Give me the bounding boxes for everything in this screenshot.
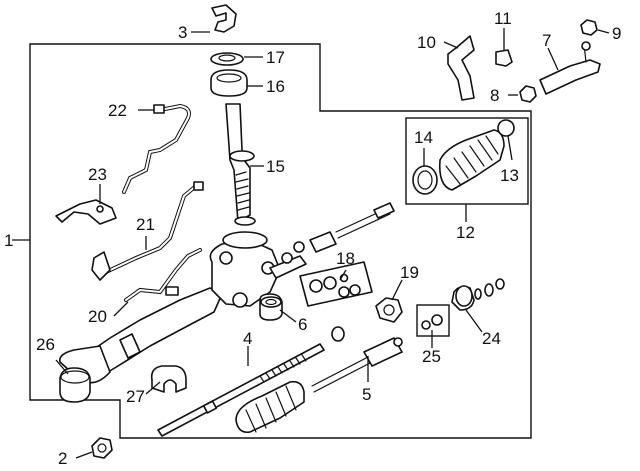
callout-5: 5 [362,385,371,404]
callout-18: 18 [336,249,355,268]
callout-27: 27 [126,387,145,406]
part-17-washer [210,52,244,66]
callout-24: 24 [482,329,501,348]
part-4-rack-bar [157,343,325,437]
part-7-outer-tie-rod [539,41,601,95]
callout-17: 17 [266,48,285,67]
seal-kit-box [416,304,450,337]
part-12-boot-kit [412,119,515,195]
rack-housing [58,231,307,384]
callout-26: 26 [36,335,55,354]
part-16-cap [210,69,248,97]
leader-lines [12,28,610,459]
part-20-pipe [124,248,202,302]
callout-20: 20 [88,307,107,326]
callout-13: 13 [500,166,519,185]
callout-6: 6 [298,315,307,334]
callout-labels: 1 2 3 4 5 6 7 8 9 10 11 12 13 14 15 16 1… [4,9,621,468]
callout-12: 12 [456,223,475,242]
part-19-nut [375,297,403,323]
part-9-nut [580,19,598,36]
callout-8: 8 [490,86,499,105]
callout-23: 23 [88,165,107,184]
part-10-bracket [447,35,475,101]
part-26-end-cap [59,367,91,403]
callout-3: 3 [178,23,187,42]
callout-25: 25 [422,347,441,366]
callout-22: 22 [108,101,127,120]
part-21-return-line [91,181,204,281]
part-5-inner-tie-rod [235,337,403,434]
part-22-pressure-line [122,103,191,194]
callout-14: 14 [414,128,433,147]
part-6-bushing [259,293,283,321]
callout-19: 19 [400,263,419,282]
callout-2: 2 [58,449,67,468]
part-3-bracket [211,4,237,33]
part-15-pinion-shaft [225,103,256,226]
part-24-bushing [451,278,505,311]
callout-4: 4 [243,329,252,348]
part-11-clip [495,49,513,67]
part-25-seals [421,314,443,330]
callout-1: 1 [4,231,13,250]
callout-7: 7 [542,31,551,50]
boot-kit-box [405,117,529,205]
callout-15: 15 [266,157,285,176]
callout-10: 10 [417,33,436,52]
inner-tie-rod-upper [281,202,395,264]
o-ring [331,326,345,342]
part-18-seal-kit [299,261,373,307]
callout-21: 21 [136,215,155,234]
callout-16: 16 [266,77,285,96]
part-23-bracket [55,199,117,225]
callout-9: 9 [612,24,621,43]
assembly-frame [29,43,532,439]
part-27-clamp [150,365,187,393]
part-2-bolt [91,437,113,459]
part-8-jam-nut [519,85,537,103]
callout-11: 11 [494,9,512,28]
